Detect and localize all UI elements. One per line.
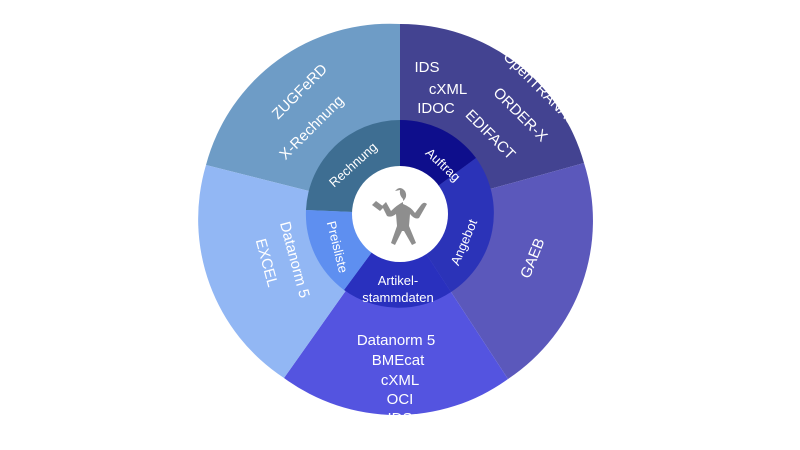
format-label: IDOC: [417, 100, 455, 117]
format-label: cXML: [381, 372, 419, 389]
format-label: Datanorm 5: [357, 332, 435, 349]
format-label: cXML: [429, 81, 467, 98]
format-label: IDS: [414, 59, 439, 76]
inner-label-artikelstammdaten-1: Artikel-: [378, 273, 418, 288]
format-label: IDS: [387, 410, 412, 427]
inner-label-artikelstammdaten-2: stammdaten: [362, 290, 434, 305]
format-label: BMEcat: [372, 352, 425, 369]
outer-sector-artikelstammdaten: [284, 214, 508, 416]
figure-icon: [372, 188, 427, 245]
format-label: OCI: [387, 391, 414, 408]
inner-sector-angebot: [400, 158, 494, 292]
